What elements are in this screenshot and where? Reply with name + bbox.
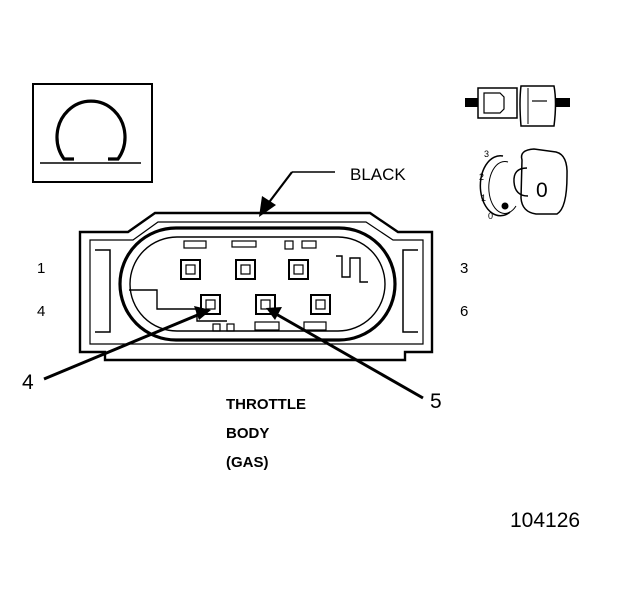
switch-pos-0: 0 [488, 211, 493, 221]
cavity-label-4: 4 [37, 303, 45, 320]
cavity-6 [310, 294, 331, 315]
component-label-line-1: THROTTLE [226, 396, 306, 413]
switch-pos-3: 3 [484, 149, 489, 159]
wire-color-pointer [259, 171, 335, 217]
callout-leader-4 [43, 306, 211, 381]
switch-pos-2: 2 [479, 172, 484, 182]
rotary-switch-icon: 3 2 1 0 0 [479, 148, 568, 221]
switch-knob-label: 0 [536, 179, 548, 202]
component-label-line-2: BODY [226, 425, 269, 442]
callout-number-4: 4 [22, 371, 34, 394]
cavity-2 [235, 259, 256, 280]
connector-body [78, 211, 434, 362]
omega-icon [55, 99, 127, 161]
cavity-4 [200, 294, 221, 315]
figure-number: 104126 [510, 509, 580, 532]
cavity-label-3: 3 [460, 260, 468, 277]
terminal-cavities [180, 259, 331, 315]
callout-leader-5 [266, 307, 424, 400]
cavity-3 [288, 259, 309, 280]
ohm-meter-symbol [32, 83, 153, 183]
switch-pos-1: 1 [481, 193, 486, 203]
component-label-line-3: (GAS) [226, 454, 269, 471]
callout-number-5: 5 [430, 390, 442, 413]
cavity-label-1: 1 [37, 260, 45, 277]
cavity-1 [180, 259, 201, 280]
cavity-5 [255, 294, 276, 315]
cavity-label-6: 6 [460, 303, 468, 320]
wire-color-label: BLACK [350, 165, 406, 184]
terminal-probe-icon [465, 85, 570, 127]
